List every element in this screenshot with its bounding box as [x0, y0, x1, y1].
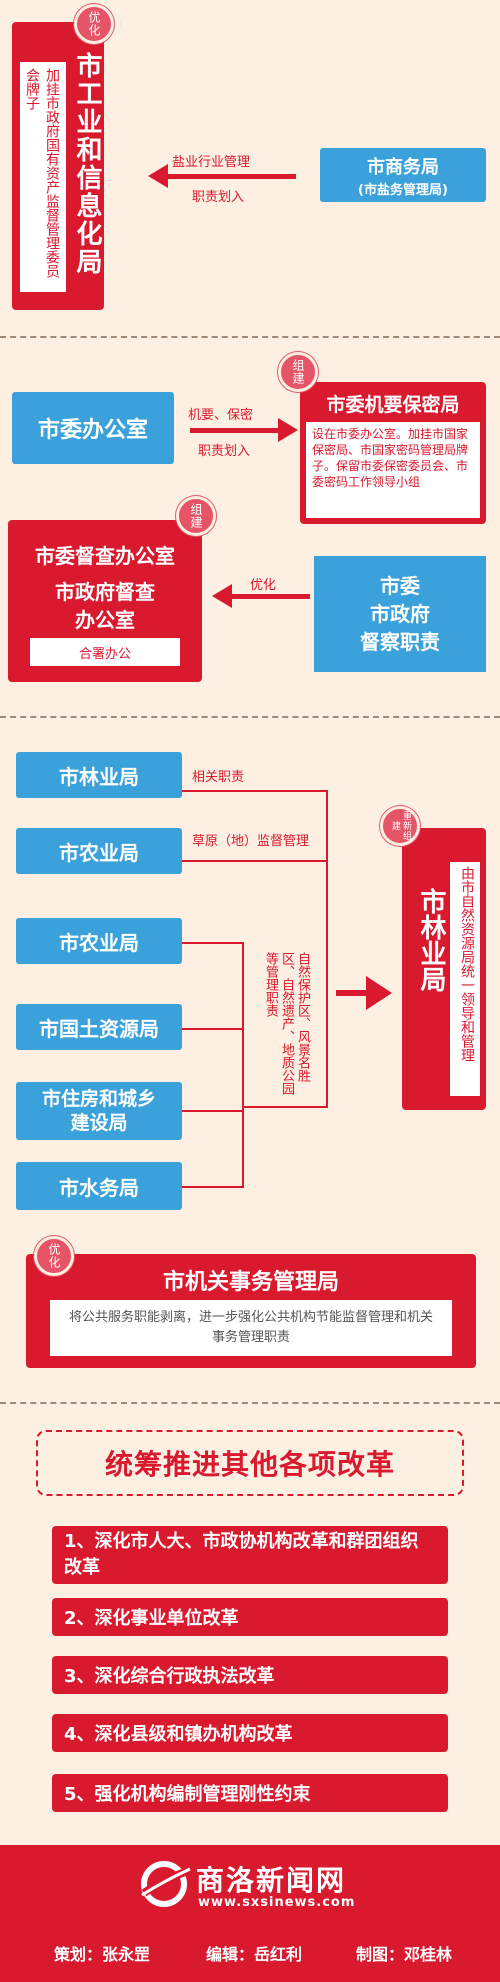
connector-line	[182, 1186, 244, 1188]
arrow-line	[166, 174, 296, 179]
industry-bureau-card: 加挂市政府国有资产监督管理委员会牌子 市工业和信息化局	[12, 22, 104, 310]
credit-designer: 制图：邓桂林	[356, 1945, 453, 1964]
establish-badge: 组建	[278, 352, 318, 392]
credit-planner: 策划：张永罡	[54, 1945, 151, 1964]
site-logo-icon	[138, 1859, 192, 1909]
optimize-badge: 优化	[34, 1236, 74, 1276]
source-housing-bureau-label: 市住房和城乡建设局	[41, 1088, 156, 1134]
grassland-duty-label: 草原（地）监督管理	[192, 834, 310, 849]
supervision-office-line2: 市政府督查	[55, 580, 155, 604]
source-housing-bureau: 市住房和城乡建设局	[16, 1082, 182, 1140]
forestry-bureau-card: 市林业局 由市自然资源局统一领导和管理	[402, 828, 486, 1110]
reestablish-badge: 重新组建	[380, 806, 420, 846]
joint-office-note: 合署办公	[30, 638, 180, 666]
industry-bureau-note: 加挂市政府国有资产监督管理委员会牌子	[20, 62, 66, 292]
connector-line	[326, 790, 328, 1108]
salt-duty-transfer-label: 职责划入	[192, 190, 245, 205]
source-agriculture-bureau: 市农业局	[16, 828, 182, 874]
connector-line	[242, 942, 244, 1188]
protected-area-duty-label: 自然保护区、风景名胜区、自然遗产、地质公园等管理职责	[263, 952, 310, 1095]
establish-badge: 组建	[176, 496, 216, 536]
other-reforms-heading-box: 统筹推进其他各项改革	[36, 1430, 464, 1496]
supervision-duty-box: 市委 市政府 督察职责	[314, 556, 486, 672]
secrecy-bureau-desc: 设在市委办公室。加挂市国家保密局、市国家密码管理局牌子。保留市委保密委员会、市委…	[306, 422, 480, 518]
arrow-right-icon	[278, 418, 298, 442]
source-forestry-bureau: 市林业局	[16, 752, 182, 798]
secrecy-duty-label: 机要、保密	[188, 408, 254, 423]
party-office-box: 市委办公室	[12, 392, 174, 464]
connector-line	[182, 1110, 244, 1112]
connector-line	[182, 790, 328, 792]
salt-duty-label: 盐业行业管理	[172, 155, 251, 170]
section-divider	[0, 1402, 500, 1404]
secrecy-transfer-label: 职责划入	[198, 444, 251, 459]
connector-line	[242, 1106, 328, 1108]
source-water-bureau: 市水务局	[16, 1162, 182, 1210]
administration-bureau-card: 市机关事务管理局 将公共服务职能剥离，进一步强化公共机构节能监督管理和机关事务管…	[26, 1254, 476, 1368]
administration-bureau-title: 市机关事务管理局	[162, 1270, 339, 1295]
reform-item: 1、深化市人大、市政协机构改革和群团组织改革	[52, 1526, 448, 1584]
reform-item: 2、深化事业单位改革	[52, 1598, 448, 1636]
optimize-badge: 优化	[74, 4, 114, 44]
arrow-left-icon	[148, 164, 168, 188]
reform-item: 3、深化综合行政执法改革	[52, 1656, 448, 1694]
credit-editor: 编辑：岳红利	[206, 1945, 303, 1964]
supervision-office-line1: 市委督查办公室	[35, 544, 175, 568]
supervision-duty-line1: 市委	[380, 574, 420, 598]
secrecy-bureau-title: 市委机要保密局	[326, 394, 460, 416]
supervision-office-line3: 办公室	[75, 608, 135, 632]
supervision-duty-line3: 督察职责	[360, 630, 440, 654]
reform-item: 5、强化机构编制管理刚性约束	[52, 1774, 448, 1812]
other-reforms-heading: 统筹推进其他各项改革	[104, 1448, 395, 1481]
arrow-line	[336, 990, 370, 996]
arrow-right-icon	[366, 976, 392, 1010]
reform-item: 4、深化县级和镇办机构改革	[52, 1714, 448, 1752]
source-land-resources-bureau: 市国土资源局	[16, 1004, 182, 1050]
administration-bureau-desc: 将公共服务职能剥离，进一步强化公共机构节能监督管理和机关事务管理职责	[50, 1300, 452, 1356]
arrow-left-icon	[212, 584, 232, 608]
optimize-label: 优化	[250, 578, 277, 593]
connector-line	[182, 860, 328, 862]
industry-bureau-title: 市工业和信息化局	[72, 52, 102, 276]
supervision-duty-line2: 市政府	[370, 602, 430, 626]
connector-line	[182, 942, 244, 944]
supervision-office-card: 市委督查办公室 市政府督查 办公室 合署办公	[8, 520, 202, 682]
commerce-bureau-name: 市商务局	[367, 156, 439, 178]
site-logo-name: 商洛新闻网	[196, 1864, 347, 1897]
section-divider	[0, 336, 500, 338]
arrow-line	[190, 428, 280, 433]
commerce-bureau-sub: (市盐务管理局)	[358, 182, 448, 198]
forestry-bureau-note: 由市自然资源局统一领导和管理	[450, 862, 480, 1096]
connector-line	[182, 1028, 244, 1030]
commerce-bureau-box: 市商务局 (市盐务管理局)	[320, 148, 486, 202]
source-agriculture-bureau: 市农业局	[16, 918, 182, 964]
arrow-line	[230, 594, 310, 599]
site-logo-url: www.sxsinews.com	[198, 1895, 356, 1910]
section-divider	[0, 716, 500, 718]
secrecy-bureau-card: 市委机要保密局 设在市委办公室。加挂市国家保密局、市国家密码管理局牌子。保留市委…	[300, 382, 486, 524]
forestry-duty-label: 相关职责	[192, 770, 245, 785]
footer: 商洛新闻网 www.sxsinews.com 策划：张永罡 编辑：岳红利 制图：…	[0, 1845, 500, 1982]
forestry-bureau-title: 市林业局	[416, 888, 446, 992]
